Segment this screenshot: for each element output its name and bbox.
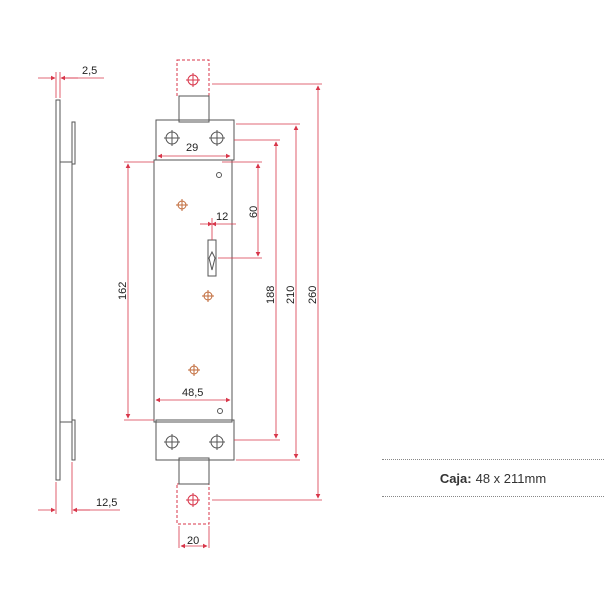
case-body [153,159,233,423]
mounting-holes [164,73,225,507]
dim-48-5-label: 48,5 [182,387,203,399]
case-size-label: Caja: [439,470,472,486]
case-size-caption: Caja: 48 x 211mm [382,459,604,497]
dim-29-label: 29 [186,142,198,154]
hole-bottom-right [209,434,225,450]
dim-260-label: 260 [307,286,319,304]
bottom-bolt [178,457,210,485]
hole-keeper-top [186,73,200,87]
hole-keeper-bottom [186,493,200,507]
case-size-value: 48 x 211mm [475,470,547,486]
hole-top-left [164,130,180,146]
top-keeper-outline [176,59,210,97]
dim-20-label: 20 [187,535,199,547]
dim-2-5-label: 2,5 [82,65,97,77]
small-hole-top [216,172,222,178]
hole-inner-1 [176,199,188,211]
dim-162-label: 162 [117,282,129,300]
profile-plate [55,99,61,481]
dim-188-label: 188 [265,286,277,304]
dim-210-label: 210 [285,286,297,304]
side-profile-view [55,99,76,481]
profile-bottom-tab [71,419,76,461]
front-view [153,59,235,525]
dimension-labels: 2,5 12,5 29 12 60 162 48,5 188 210 260 2… [82,65,319,547]
hole-top-right [209,130,225,146]
hole-inner-3 [188,364,200,376]
dim-12-label: 12 [216,211,228,223]
profile-case [59,161,73,423]
small-hole-bottom [217,408,223,414]
top-bolt [178,95,210,123]
dim-60-label: 60 [248,206,260,218]
dim-12-5-label: 12,5 [96,497,117,509]
dimension-lines [38,72,322,549]
keyhole-icon [208,250,216,271]
hole-bottom-left [164,434,180,450]
profile-top-tab [71,121,76,165]
hole-inner-2 [202,290,214,302]
